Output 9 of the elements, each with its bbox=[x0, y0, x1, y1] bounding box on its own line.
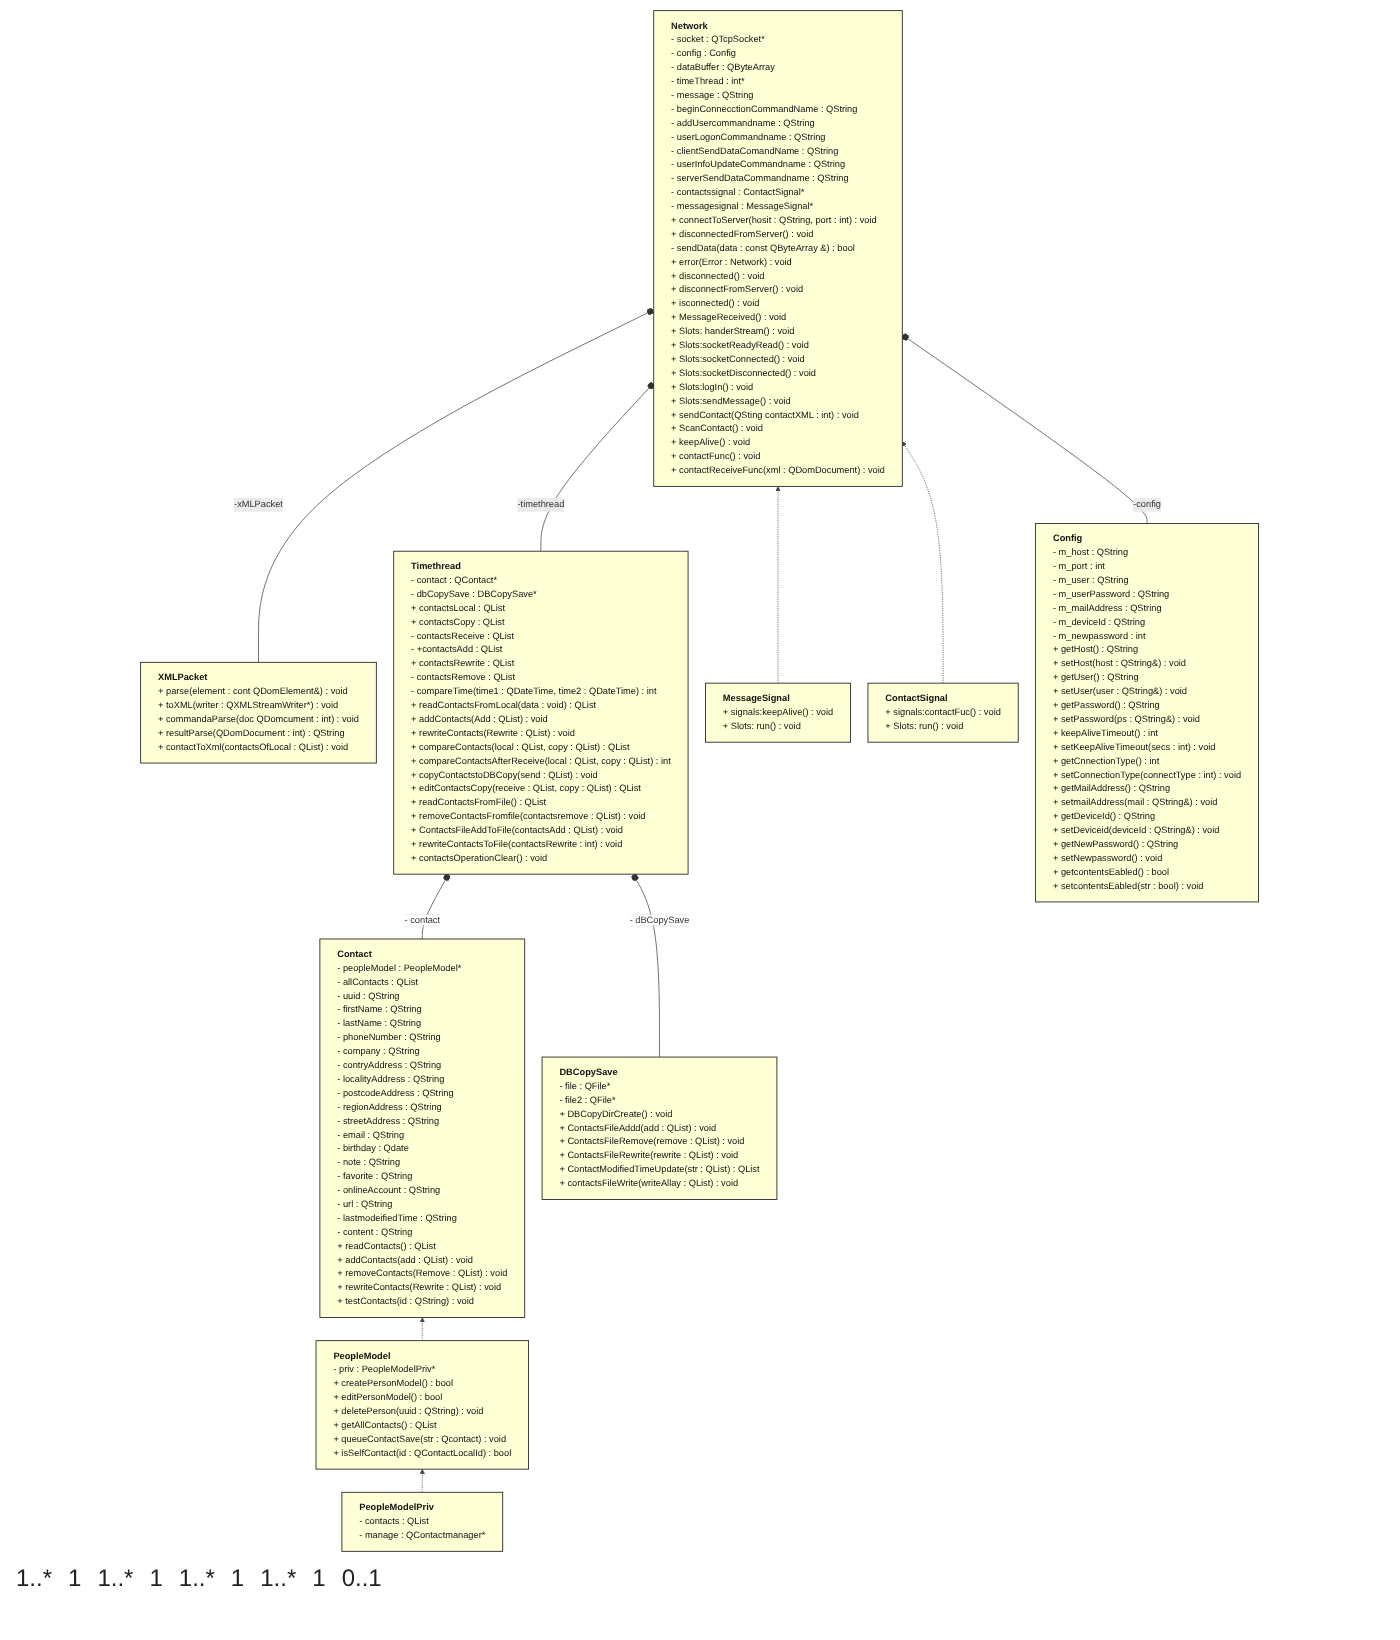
multiplicity-label: 1..* bbox=[178, 1564, 215, 1592]
multiplicity-label: 1 bbox=[312, 1564, 326, 1592]
multiplicity-label: 0..1 bbox=[341, 1564, 382, 1592]
multiplicity-label: 1..* bbox=[97, 1564, 134, 1592]
multiplicity-label: 1..* bbox=[16, 1564, 53, 1592]
multiplicity-label: 1 bbox=[149, 1564, 163, 1592]
multiplicity-label: 1 bbox=[230, 1564, 245, 1592]
multiplicity-label: 1 bbox=[68, 1564, 82, 1592]
multiplicity-label: 1..* bbox=[260, 1564, 297, 1592]
